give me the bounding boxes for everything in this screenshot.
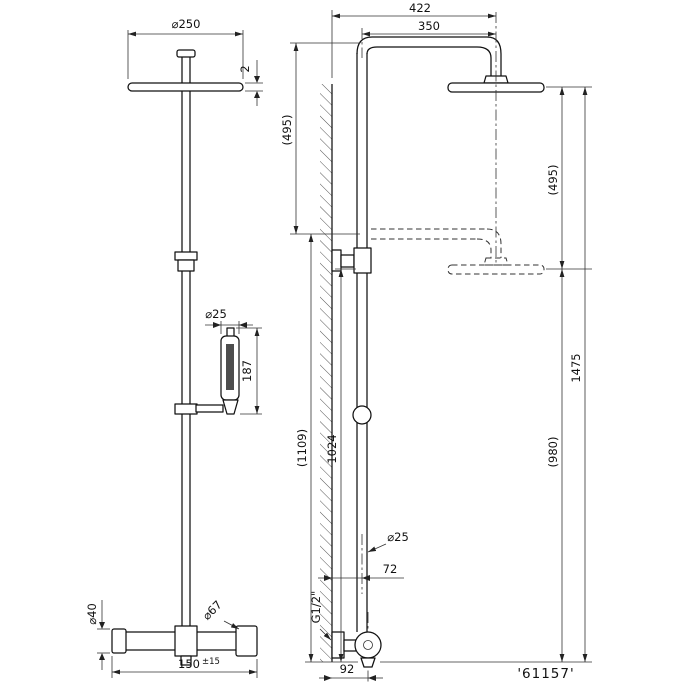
dim-handset-length: 187	[240, 360, 254, 382]
dim-total-height: 1475	[569, 353, 583, 382]
side-view	[320, 12, 545, 684]
dim-valve-diameter: ⌀40	[85, 603, 99, 625]
dim-reach-total: 422	[409, 1, 431, 15]
dim-handle-diameter: ⌀67	[200, 598, 225, 623]
dim-head-diameter: ⌀250	[172, 17, 201, 31]
pipe-top-cap	[176, 49, 196, 58]
dim-riser-height: 1024	[325, 434, 339, 463]
side-view-dimensions: 422 350 (495) (1109) 1024 (495) (980) 14…	[280, 1, 592, 681]
phantom-lowered-position	[371, 228, 545, 275]
mixer-knob-side	[360, 657, 376, 668]
dim-head-travel: (495)	[546, 165, 560, 196]
dim-head-thickness: 2	[238, 65, 252, 72]
wall-hatching	[320, 84, 332, 662]
dim-pipe-diameter: ⌀25	[387, 530, 409, 544]
dim-valve-centers: 150±15	[178, 657, 220, 671]
label-connection-thread: G1/2"	[309, 591, 323, 624]
dim-wall-offset: 72	[383, 562, 398, 576]
dim-arm-projection: 350	[418, 19, 440, 33]
wall-bracket-front	[174, 251, 198, 261]
mixer-wall-flange	[331, 631, 345, 659]
front-view-dimensions: ⌀250 2 ⌀25 187 ⌀40 ⌀67	[85, 17, 263, 678]
slider-side	[352, 405, 372, 425]
wall-bracket-side	[331, 249, 342, 272]
overhead-shower-front	[127, 82, 244, 92]
dim-riser-height-max: (1109)	[295, 429, 309, 467]
dim-outlet-offset: 92	[340, 662, 355, 676]
part-number: '61157'	[517, 666, 574, 682]
mixer-handle-front	[235, 625, 258, 657]
dim-handset-diameter: ⌀25	[205, 307, 227, 321]
mixer-outlet-front	[180, 655, 192, 666]
mixer-side	[354, 631, 382, 659]
dim-slide-travel: (495)	[280, 115, 294, 146]
handset-holder-front	[174, 403, 198, 415]
front-view	[111, 49, 258, 666]
dim-height-below-head: (980)	[546, 437, 560, 468]
